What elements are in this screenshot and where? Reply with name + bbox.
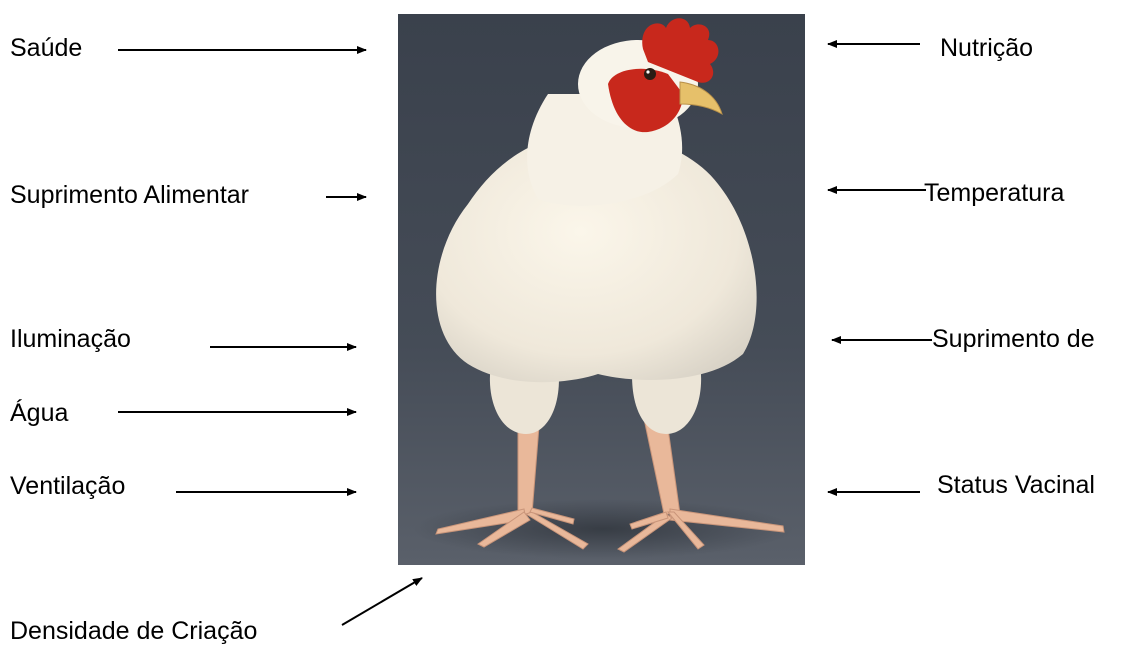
arrow-densidade (342, 578, 422, 625)
